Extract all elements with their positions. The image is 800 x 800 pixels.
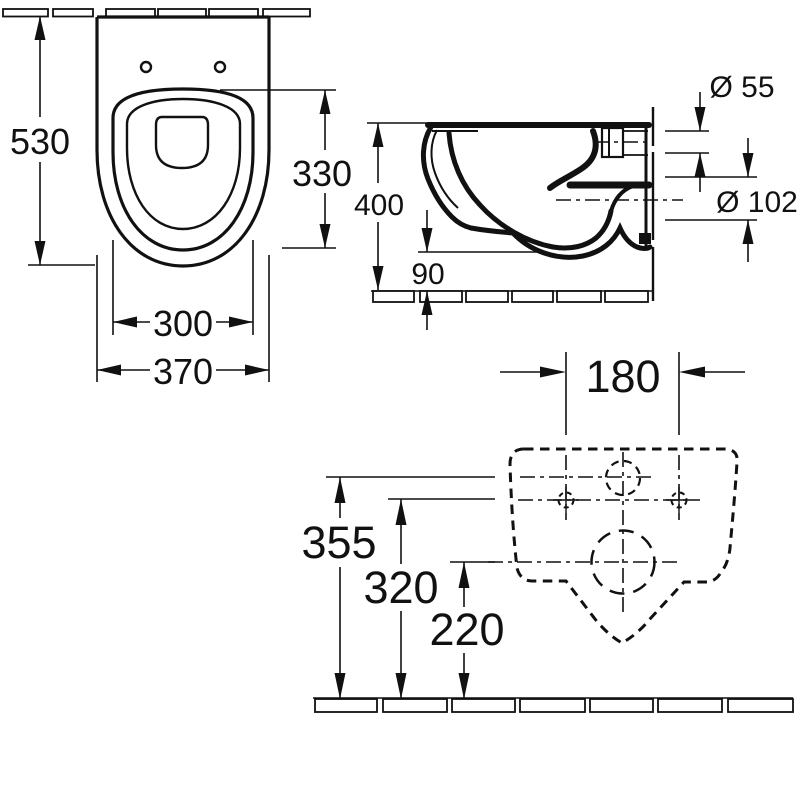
arrow-up (34, 16, 46, 40)
arrow-up (742, 220, 754, 244)
front-bowl-width-label: 300 (153, 303, 213, 344)
fixing-hole-right (666, 487, 692, 513)
side-underside-height-label: 90 (411, 258, 444, 291)
toilet-section (421, 122, 683, 260)
outlet-flange (639, 233, 651, 244)
arrow-down (458, 673, 470, 699)
rear-view: 180 355 320 220 (301, 351, 794, 713)
hinge-hole-right (213, 60, 227, 74)
arrow-up (421, 291, 433, 315)
side-overall-height-label: 400 (354, 189, 404, 222)
arrow-up (694, 153, 706, 177)
arrow-up (319, 90, 331, 114)
dim-fixing-spacing: 180 (500, 351, 745, 435)
arrow-down (395, 673, 407, 699)
arrow-right (229, 316, 253, 328)
front-view: 530 330 300 (2, 8, 352, 392)
dim-bowl-depth: 330 (220, 89, 352, 249)
floor-tiles-rear (313, 697, 794, 713)
outlet-hole (590, 529, 656, 595)
arrow-up (458, 562, 470, 588)
toilet-body-outline (95, 15, 271, 268)
arrow-down (694, 107, 706, 131)
rear-inlet-height-label: 355 (301, 517, 376, 568)
dim-outlet-diameter: Ø 102 (665, 138, 798, 262)
seat-outline (111, 87, 255, 252)
arrow-right (540, 366, 566, 378)
dim-fixing-height: 320 (363, 498, 495, 699)
arrow-up (395, 499, 407, 525)
bowl-outline (125, 97, 242, 231)
front-bowl-depth-label: 330 (292, 153, 352, 194)
arrow-down (742, 153, 754, 177)
centerlines (488, 452, 700, 615)
side-outlet-diameter-label: Ø 102 (716, 186, 798, 219)
rear-fixing-height-label: 320 (363, 562, 438, 613)
arrow-right (245, 364, 269, 376)
arrow-down (319, 224, 331, 248)
arrow-left (113, 316, 137, 328)
dim-inlet-height: 355 (301, 476, 495, 699)
dim-overall-width: 370 (96, 255, 270, 392)
dim-outlet-height: 220 (429, 561, 505, 699)
dim-bowl-width: 300 (112, 240, 254, 344)
arrow-left (97, 364, 121, 376)
flush-area (154, 115, 210, 170)
front-overall-width-label: 370 (153, 351, 213, 392)
fixing-hole-left (553, 487, 579, 513)
floor-tiles-side (371, 290, 652, 303)
arrow-left (679, 366, 705, 378)
dim-inlet-diameter: Ø 55 (665, 71, 775, 192)
hinge-hole-left (139, 60, 153, 74)
rear-outlet-height-label: 220 (429, 604, 504, 655)
side-inlet-diameter-label: Ø 55 (709, 71, 774, 104)
arrow-up (372, 123, 384, 147)
arrow-down (334, 673, 346, 699)
dim-overall-depth: 530 (10, 16, 95, 266)
inlet-hole (604, 459, 642, 497)
arrow-down (421, 228, 433, 252)
wall-tiles (2, 8, 311, 18)
front-overall-depth-label: 530 (10, 121, 70, 162)
dim-underside-height: 90 (411, 210, 537, 330)
arrow-down (34, 241, 46, 265)
arrow-down (372, 266, 384, 290)
template-outline (508, 447, 739, 645)
dim-overall-height: 400 (354, 122, 428, 290)
side-view: 400 90 Ø 55 Ø 1 (354, 71, 798, 330)
rear-fixing-spacing-label: 180 (585, 351, 660, 402)
arrow-up (334, 477, 346, 503)
